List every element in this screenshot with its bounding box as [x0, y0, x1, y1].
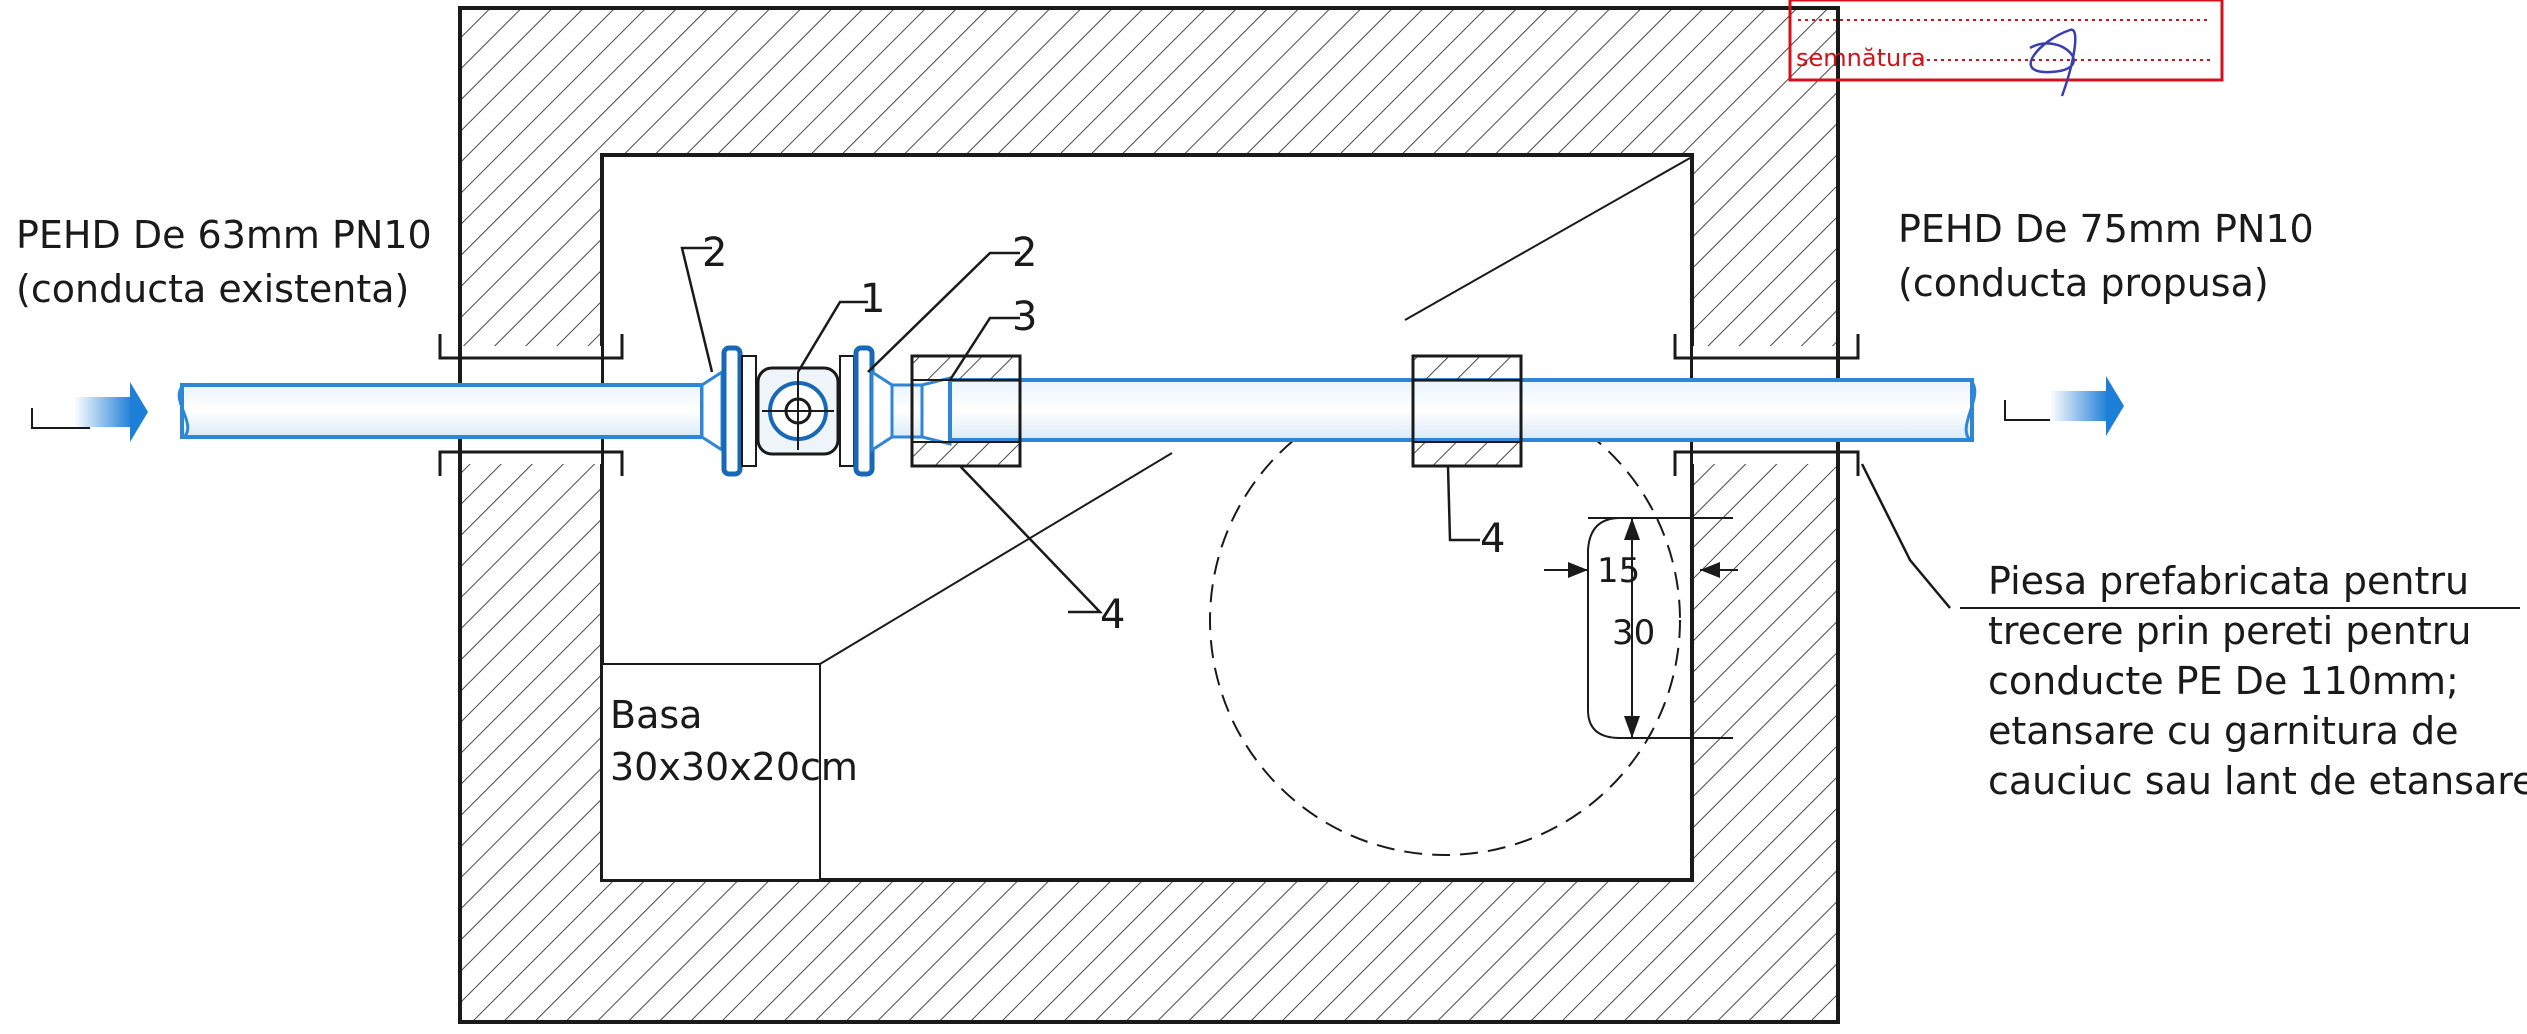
base-label-line2: 30x30x20cm [610, 745, 858, 789]
note-line-4: etansare cu garnitura de [1988, 709, 2459, 753]
callout-support-left: 4 [1100, 592, 1125, 638]
note-line-1: Piesa prefabricata pentru [1988, 559, 2469, 603]
chamber-walls [458, 6, 1840, 1024]
inlet-pipe [180, 383, 704, 439]
note-line-3: conducte PE De 110mm; [1988, 659, 2459, 703]
callout-reducer: 3 [1012, 294, 1037, 340]
reducer [920, 376, 952, 446]
note-line-5: cauciuc sau lant de etansare [1988, 759, 2527, 803]
valve [756, 366, 840, 456]
base-label-line1: Basa [610, 693, 702, 737]
wall-sleeves [438, 334, 1860, 476]
pipe-supports [910, 354, 1523, 468]
leader-lines [680, 246, 1951, 614]
inlet-label-line1: PEHD De 63mm PN10 [16, 213, 432, 257]
base-block [601, 663, 821, 881]
inner-lines [819, 157, 1691, 665]
outlet-label-line2: (conducta propusa) [1898, 261, 2269, 305]
signature-stamp: semnătura [1788, 0, 2224, 97]
flange-left [721, 345, 743, 477]
flange-right [853, 345, 875, 477]
stamp-label: semnătura [1796, 44, 1926, 72]
outlet-pipe [948, 378, 1974, 442]
dimension-outer: 30 [1612, 613, 1655, 653]
note-block: Piesa prefabricata pentru trecere prin p… [1960, 559, 2527, 803]
inlet-label-line2: (conducta existenta) [16, 267, 409, 311]
dimension-inner: 15 [1597, 551, 1640, 591]
detail-dimensions [1544, 517, 1738, 739]
flow-arrow-in [31, 382, 148, 442]
callout-flange-left: 2 [702, 230, 727, 276]
signature [2029, 28, 2077, 97]
callout-valve: 1 [860, 276, 885, 322]
note-line-2: trecere prin pereti pentru [1988, 609, 2471, 653]
flow-arrow-out [2004, 376, 2124, 436]
pipeline [177, 345, 1977, 477]
callout-support-right: 4 [1480, 516, 1505, 562]
outlet-label-line1: PEHD De 75mm PN10 [1898, 207, 2314, 251]
callout-flange-right: 2 [1012, 230, 1037, 276]
